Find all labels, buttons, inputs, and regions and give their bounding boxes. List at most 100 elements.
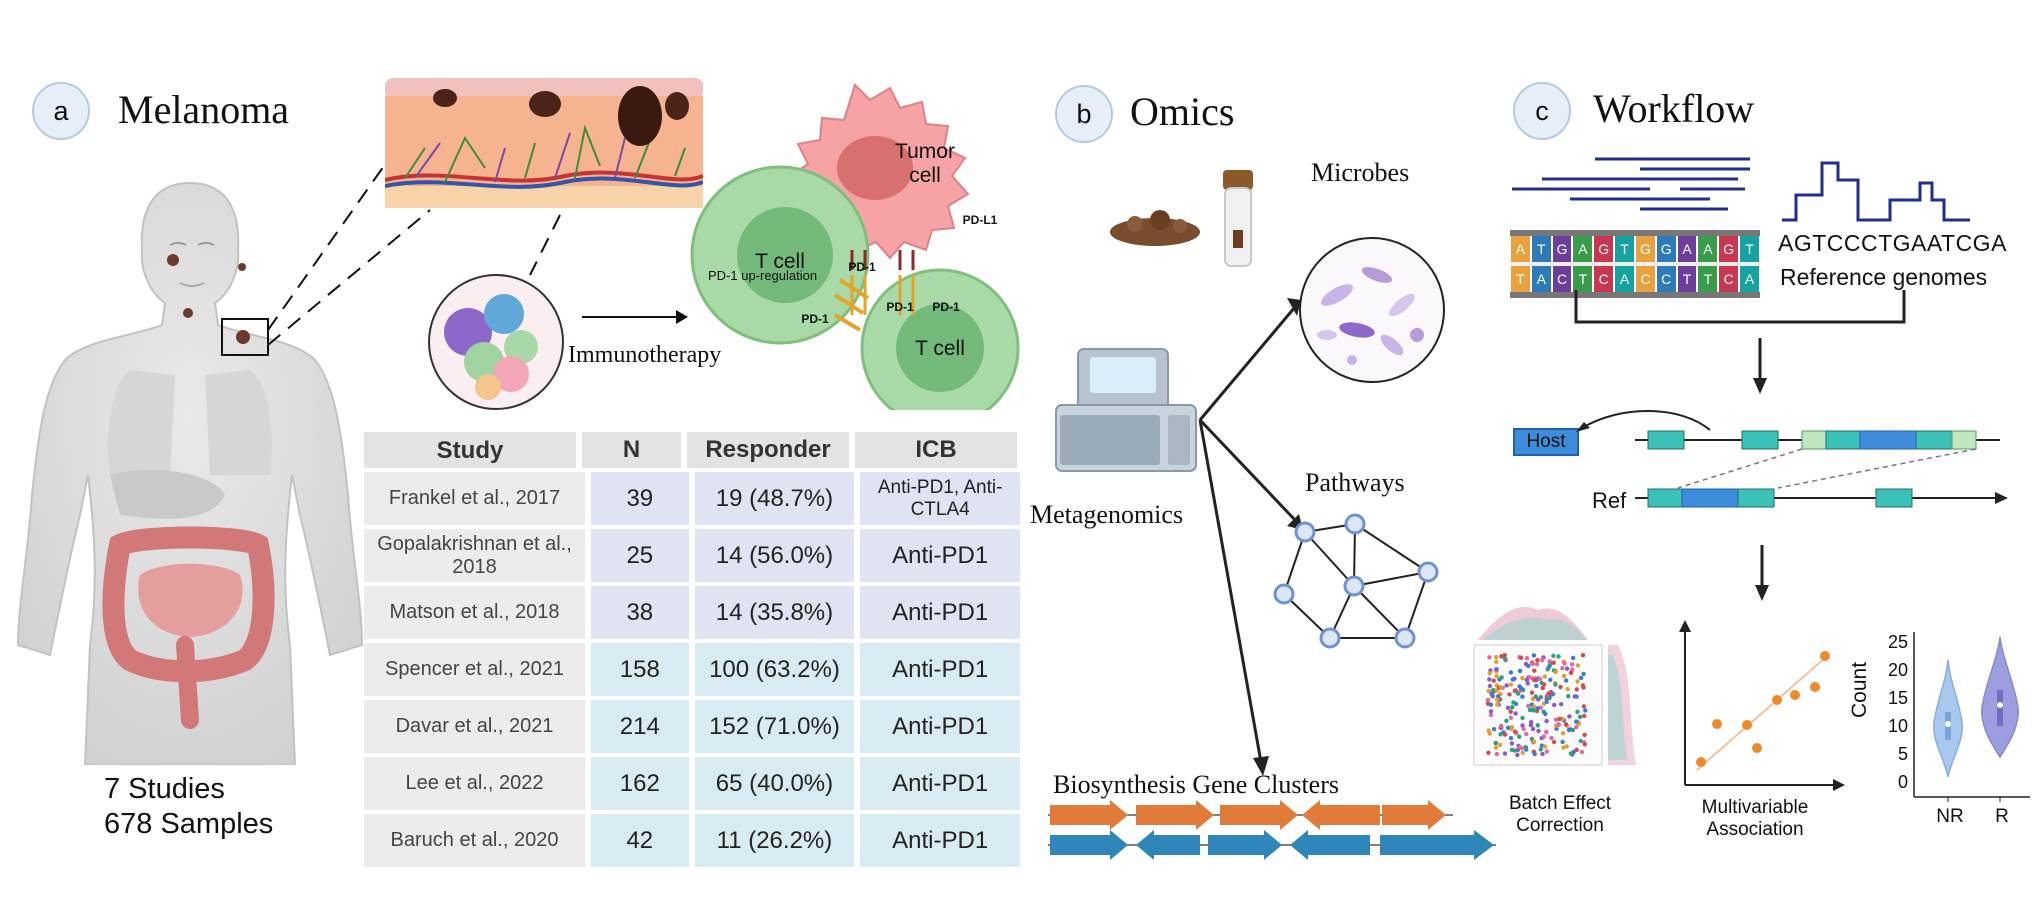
batch-dot [1520, 750, 1525, 755]
batch-dot [1582, 742, 1587, 747]
batch-dot [1517, 734, 1522, 739]
batch-dot [1578, 738, 1583, 744]
batch-dot [1566, 694, 1571, 699]
batch-dot [1494, 654, 1499, 660]
batch-dot [1540, 685, 1545, 691]
batch-dot [1531, 739, 1537, 744]
cell-n: 158 [591, 643, 689, 696]
batch-dot [1575, 663, 1581, 668]
table-header: Study N Responder ICB [364, 432, 1020, 468]
dna-base-bottom: C [1552, 266, 1572, 292]
dna-base-bottom: C [1719, 266, 1739, 292]
batch-dot [1578, 675, 1584, 681]
batch-dot [1559, 702, 1564, 707]
batch-dot [1570, 655, 1576, 661]
violin-ytick: 5 [1897, 744, 1908, 764]
batch-dot [1521, 726, 1526, 732]
batch-dot [1486, 750, 1491, 755]
batch-dot [1556, 654, 1561, 659]
batch-dot [1499, 723, 1504, 729]
batch-dot [1542, 744, 1548, 749]
batch-dot [1577, 714, 1583, 720]
batch-dot [1556, 722, 1561, 727]
batch-dot [1568, 670, 1574, 675]
batch-dot [1509, 741, 1515, 746]
batch-dot [1502, 653, 1507, 658]
batch-dot [1575, 709, 1580, 714]
workflow-connector [1574, 290, 1906, 394]
batch-dot [1509, 725, 1515, 730]
batch-dot [1569, 662, 1575, 667]
batch-dot [1532, 668, 1537, 673]
cell-n: 39 [591, 472, 689, 525]
batch-dot [1536, 697, 1541, 702]
batch-dot [1543, 711, 1548, 717]
gene-cluster-arrows [1048, 800, 1496, 860]
panel-a-title: Melanoma [118, 87, 290, 132]
studies-summary: 7 Studies 678 Samples [104, 772, 273, 842]
batch-dot [1574, 687, 1579, 692]
dna-base-bottom: T [1511, 266, 1530, 292]
batch-dot [1529, 690, 1535, 695]
batch-dot [1528, 722, 1534, 728]
violin-xtick-r: R [1995, 806, 2009, 827]
batch-dot [1541, 682, 1547, 687]
batch-dot [1558, 684, 1563, 690]
dna-base-top: A [1573, 236, 1593, 262]
microbes-label: Microbes [1311, 158, 1410, 187]
batch-dot [1553, 682, 1558, 687]
batch-dot [1504, 683, 1509, 688]
reference-genomes-label: Reference genomes [1780, 264, 1988, 290]
batch-dot [1497, 742, 1503, 748]
batch-dot [1515, 691, 1521, 696]
analysis-arrow [1755, 545, 1769, 601]
dna-base-bottom: T [1698, 266, 1718, 292]
t-cell-label-left: T cell [755, 250, 805, 273]
dna-base-top: T [1615, 236, 1634, 262]
batch-dot [1517, 745, 1522, 750]
batch-dot [1525, 681, 1530, 686]
pd1-label-b: PD-1 [801, 312, 829, 326]
dna-base-top: G [1656, 236, 1676, 262]
batch-dot [1498, 732, 1503, 737]
batch-dot [1502, 656, 1508, 661]
batch-dot [1496, 694, 1501, 699]
batch-dot [1505, 725, 1511, 730]
pd1-label-a: PD-1 [848, 260, 876, 274]
batch-dot [1562, 661, 1567, 666]
batch-dot [1488, 712, 1494, 718]
multivariable-label: Multivariable Association [1701, 797, 1809, 840]
batch-dot [1581, 671, 1586, 677]
batch-dot [1499, 654, 1504, 659]
batch-dot [1561, 745, 1566, 750]
alignment-diagram [1576, 410, 2008, 508]
panel-c-label: c [1513, 82, 1571, 140]
cell-n: 162 [591, 757, 689, 810]
batch-dot [1502, 751, 1508, 756]
cell-study: Frankel et al., 2017 [364, 472, 585, 525]
dna-base-top: T [1740, 236, 1759, 262]
cell-icb: Anti-PD1 [860, 643, 1020, 696]
cell-icb: Anti-PD1 [860, 529, 1020, 582]
dna-base-top: G [1552, 236, 1572, 262]
batch-dot [1505, 705, 1511, 710]
batch-effect-label: Batch Effect Correction [1508, 793, 1612, 836]
batch-dot [1534, 683, 1539, 689]
batch-dot [1547, 659, 1552, 664]
batch-dot [1535, 658, 1540, 663]
batch-dot [1553, 717, 1559, 722]
dna-base-bottom: A [1740, 266, 1759, 292]
batch-dot [1512, 729, 1518, 734]
batch-dot [1507, 692, 1512, 697]
batch-dot [1508, 735, 1514, 741]
panel-a-label: a [32, 82, 90, 140]
cell-responder: 100 (63.2%) [694, 643, 855, 696]
batch-dot [1551, 653, 1556, 658]
cell-n: 42 [591, 814, 689, 867]
dna-base-bottom: A [1531, 266, 1551, 292]
